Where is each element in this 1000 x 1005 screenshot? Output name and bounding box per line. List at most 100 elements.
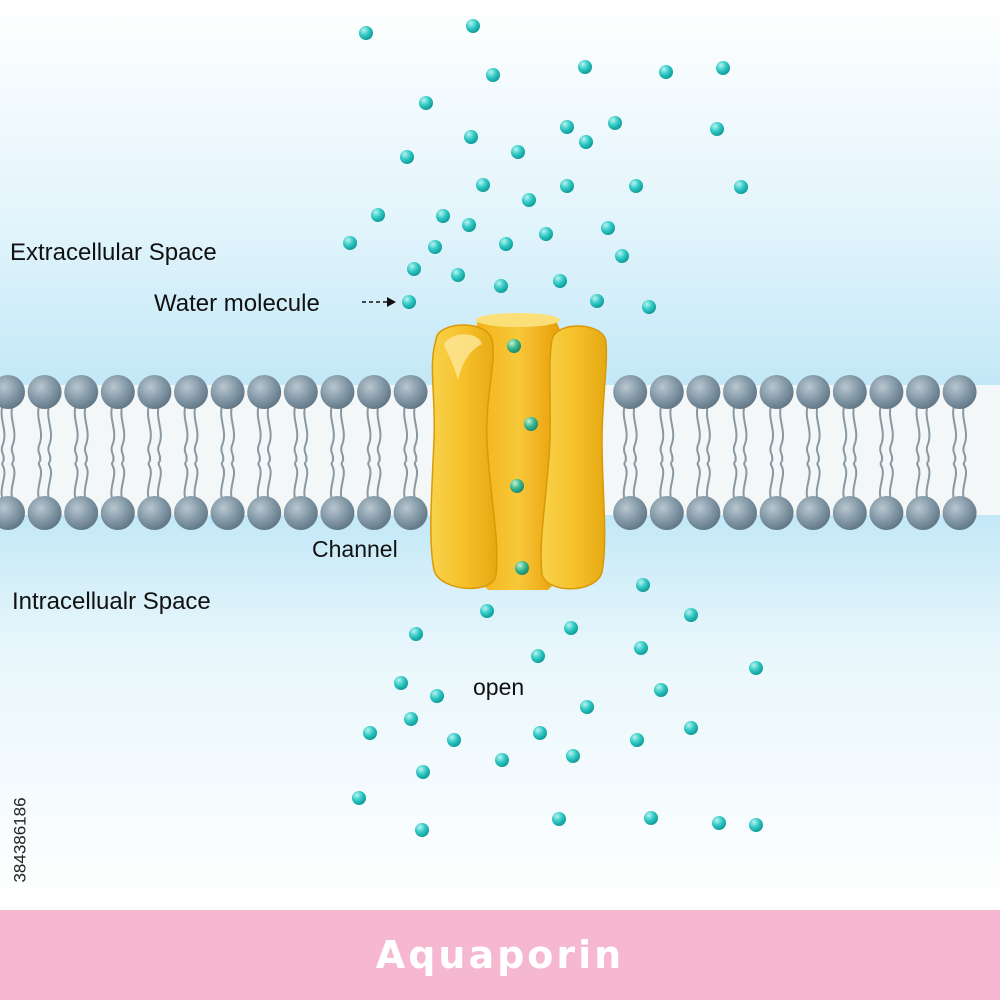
lipid-tail xyxy=(329,403,335,461)
water-molecule-icon xyxy=(494,279,508,293)
water-molecule-icon xyxy=(560,120,574,134)
water-molecule-icon xyxy=(560,179,574,193)
water-molecule-icon xyxy=(659,65,673,79)
lipid-tail xyxy=(815,403,821,461)
water-molecule-icon xyxy=(416,765,430,779)
water-molecule-label: Water molecule xyxy=(154,290,320,317)
lipid-tail xyxy=(120,403,126,461)
water-molecule-icon xyxy=(522,193,536,207)
lipid-tail xyxy=(732,459,738,502)
lipid-tail xyxy=(769,459,775,502)
lipid-tail xyxy=(73,403,79,461)
lipid-tail xyxy=(878,459,884,502)
lipid-tail xyxy=(329,459,335,502)
lipid-tail xyxy=(83,459,89,502)
lipid-tail xyxy=(110,403,116,461)
water-molecule-icon xyxy=(642,300,656,314)
channel-state-label: open xyxy=(473,674,525,700)
extracellular-label: Extracellular Space xyxy=(10,239,217,266)
lipid-tail xyxy=(925,403,931,461)
lipid-tail xyxy=(183,403,189,461)
water-molecules xyxy=(343,19,763,837)
water-molecule-icon xyxy=(564,621,578,635)
water-molecule-icon xyxy=(716,61,730,75)
phospholipid-icon xyxy=(759,375,794,409)
lipid-heads xyxy=(0,375,977,530)
phospholipid-icon xyxy=(283,375,318,409)
lipid-tail xyxy=(952,459,958,502)
footer-band xyxy=(0,910,1000,1000)
water-molecule-icon xyxy=(634,641,648,655)
phospholipid-icon xyxy=(649,375,684,409)
phospholipid-icon xyxy=(796,375,831,409)
water-molecule-icon xyxy=(359,26,373,40)
water-molecule-icon xyxy=(601,221,615,235)
water-molecule-icon xyxy=(409,627,423,641)
lipid-tail xyxy=(888,459,894,502)
water-molecule-icon xyxy=(447,733,461,747)
lipid-tail xyxy=(852,403,858,461)
lipid-tail xyxy=(962,459,968,502)
water-molecule-icon xyxy=(371,208,385,222)
lipid-tail xyxy=(705,403,711,461)
lipid-tail xyxy=(193,459,199,502)
water-molecule-icon xyxy=(552,812,566,826)
water-molecule-icon xyxy=(553,274,567,288)
lipid-tail xyxy=(193,403,199,461)
lipid-tail xyxy=(695,403,701,461)
lipid-tail xyxy=(742,403,748,461)
lipid-tail xyxy=(339,459,345,502)
phospholipid-icon xyxy=(759,496,794,530)
lipid-tail xyxy=(742,459,748,502)
phospholipid-icon xyxy=(942,375,977,409)
lipid-tail xyxy=(47,459,53,502)
lipid-tail xyxy=(303,459,309,502)
lipid-tail xyxy=(659,459,665,502)
water-molecule-icon xyxy=(428,240,442,254)
water-molecule-icon xyxy=(402,295,416,309)
lipid-tail xyxy=(293,403,299,461)
lipid-tail xyxy=(266,403,272,461)
stock-id-watermark: 384386186 xyxy=(8,760,34,920)
water-molecule-icon xyxy=(684,721,698,735)
lipid-tail xyxy=(293,459,299,502)
channel-label: Channel xyxy=(312,536,398,562)
lipid-tail xyxy=(403,403,409,461)
phospholipid-icon xyxy=(100,375,135,409)
phospholipid-icon xyxy=(27,496,62,530)
lipid-tail xyxy=(266,459,272,502)
water-molecule-icon xyxy=(749,661,763,675)
phospholipid-icon xyxy=(796,496,831,530)
phospholipid-icon xyxy=(393,496,428,530)
water-molecule-icon xyxy=(654,683,668,697)
water-molecule-icon xyxy=(734,180,748,194)
water-molecule-icon xyxy=(566,749,580,763)
lipid-tail xyxy=(805,459,811,502)
lipid-tail xyxy=(10,403,16,461)
lipid-tail xyxy=(220,459,226,502)
water-molecule-icon xyxy=(684,608,698,622)
aquaporin-channel-icon xyxy=(430,313,608,590)
lipid-tail xyxy=(37,403,43,461)
lipid-tail xyxy=(156,459,162,502)
phospholipid-icon xyxy=(357,496,391,530)
channel-left-highlight xyxy=(444,334,482,380)
phospholipid-icon xyxy=(686,496,721,530)
phospholipid-icon xyxy=(174,496,208,530)
water-molecule-icon xyxy=(749,818,763,832)
lipid-tail xyxy=(779,459,785,502)
lipid-tail xyxy=(413,403,419,461)
water-molecule-icon xyxy=(524,417,538,431)
water-molecule-icon xyxy=(415,823,429,837)
lipid-tail xyxy=(366,459,372,502)
lipid-tail xyxy=(110,459,116,502)
water-molecule-icon xyxy=(464,130,478,144)
phospholipid-icon xyxy=(100,496,135,530)
phospholipid-icon xyxy=(869,375,904,409)
water-molecule-icon xyxy=(710,122,724,136)
water-molecule-icon xyxy=(476,178,490,192)
water-molecule-icon xyxy=(499,237,513,251)
phospholipid-icon xyxy=(210,496,245,530)
